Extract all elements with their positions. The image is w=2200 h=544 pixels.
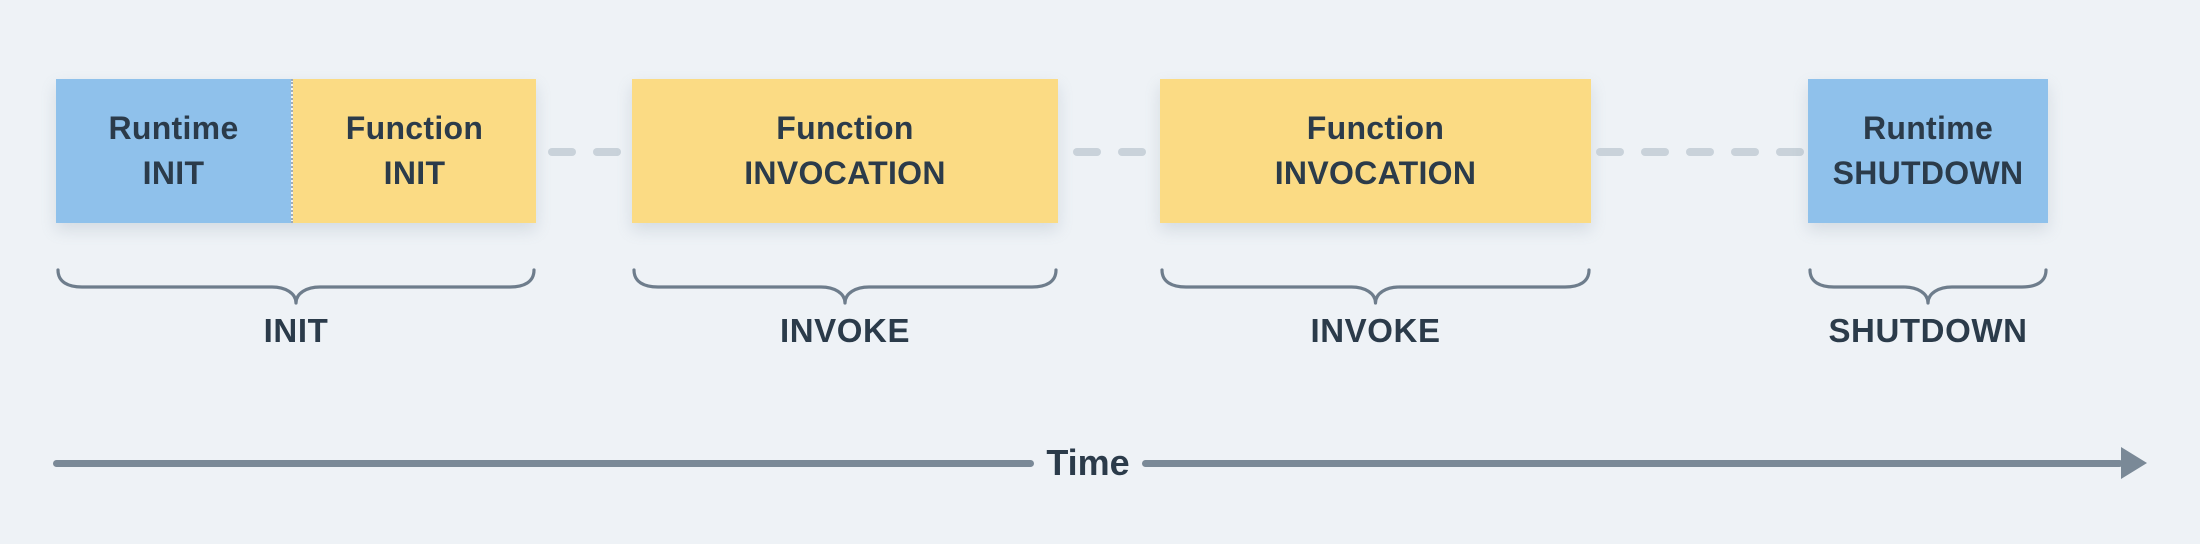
phase-box-label-line2: SHUTDOWN bbox=[1832, 155, 2024, 191]
connector-dash bbox=[1640, 148, 1669, 156]
phase-box-label-line2: INIT bbox=[142, 155, 205, 191]
phase-box-function-init: Function INIT bbox=[293, 79, 536, 223]
phase-box-runtime-init: Runtime INIT bbox=[56, 79, 291, 223]
phase-box-label-line1: Function bbox=[1306, 110, 1445, 146]
phase-group-init: Runtime INIT Function INIT INIT bbox=[56, 79, 536, 352]
arrow-right-icon bbox=[2121, 447, 2147, 479]
phase-box-label-line1: Runtime bbox=[108, 110, 239, 146]
phase-box-label-line2: INIT bbox=[383, 155, 446, 191]
phase-box-label-line1: Runtime bbox=[1862, 110, 1994, 146]
phase-box-label-line2: INVOCATION bbox=[744, 155, 946, 191]
group-label-shutdown: SHUTDOWN bbox=[1828, 312, 2028, 349]
group-label-invoke-1: INVOKE bbox=[779, 312, 911, 349]
connector-dash bbox=[547, 148, 576, 156]
connector-dashes-1 bbox=[536, 148, 632, 156]
group-label-init: INIT bbox=[263, 312, 329, 349]
time-axis-line-right bbox=[1141, 459, 2123, 467]
connector-dash bbox=[1730, 148, 1759, 156]
phase-box-label-line1: Function bbox=[776, 110, 914, 146]
phase-group-invoke-1: Function INVOCATION INVOKE bbox=[632, 79, 1058, 352]
brace-shutdown-icon bbox=[1808, 268, 2048, 305]
time-axis-label: Time bbox=[1046, 442, 1130, 483]
phase-group-shutdown: Runtime SHUTDOWN SHUTDOWN bbox=[1808, 79, 2048, 352]
brace-init-icon bbox=[56, 268, 536, 305]
phase-divider-dotted bbox=[291, 79, 293, 223]
connector-dash bbox=[1775, 148, 1804, 156]
phase-box-runtime-shutdown: Runtime SHUTDOWN bbox=[1808, 79, 2048, 223]
connector-dashes-3 bbox=[1591, 148, 1808, 156]
phase-box-function-invocation-1: Function INVOCATION bbox=[632, 79, 1058, 223]
phase-box-label-line2: INVOCATION bbox=[1274, 155, 1477, 191]
time-axis-line-left bbox=[53, 459, 1035, 467]
phase-group-invoke-2: Function INVOCATION INVOKE bbox=[1160, 79, 1591, 352]
brace-invoke-2-icon bbox=[1160, 268, 1591, 305]
time-axis: Time bbox=[53, 442, 2147, 483]
phase-box-row: Runtime INIT Function INIT bbox=[56, 79, 536, 223]
connector-dash bbox=[592, 148, 621, 156]
phase-box-label-line1: Function bbox=[345, 110, 484, 146]
phase-box-row: Function INVOCATION bbox=[1160, 79, 1591, 223]
connector-dash bbox=[1685, 148, 1714, 156]
phase-box-function-invocation-2: Function INVOCATION bbox=[1160, 79, 1591, 223]
connector-dash bbox=[1595, 148, 1624, 156]
connector-dash bbox=[1117, 148, 1146, 156]
group-label-invoke-2: INVOKE bbox=[1310, 312, 1441, 349]
phase-box-row: Runtime SHUTDOWN bbox=[1808, 79, 2048, 223]
connector-dashes-2 bbox=[1058, 148, 1160, 156]
phase-box-row: Function INVOCATION bbox=[632, 79, 1058, 223]
brace-invoke-1-icon bbox=[632, 268, 1058, 305]
connector-dash bbox=[1072, 148, 1101, 156]
